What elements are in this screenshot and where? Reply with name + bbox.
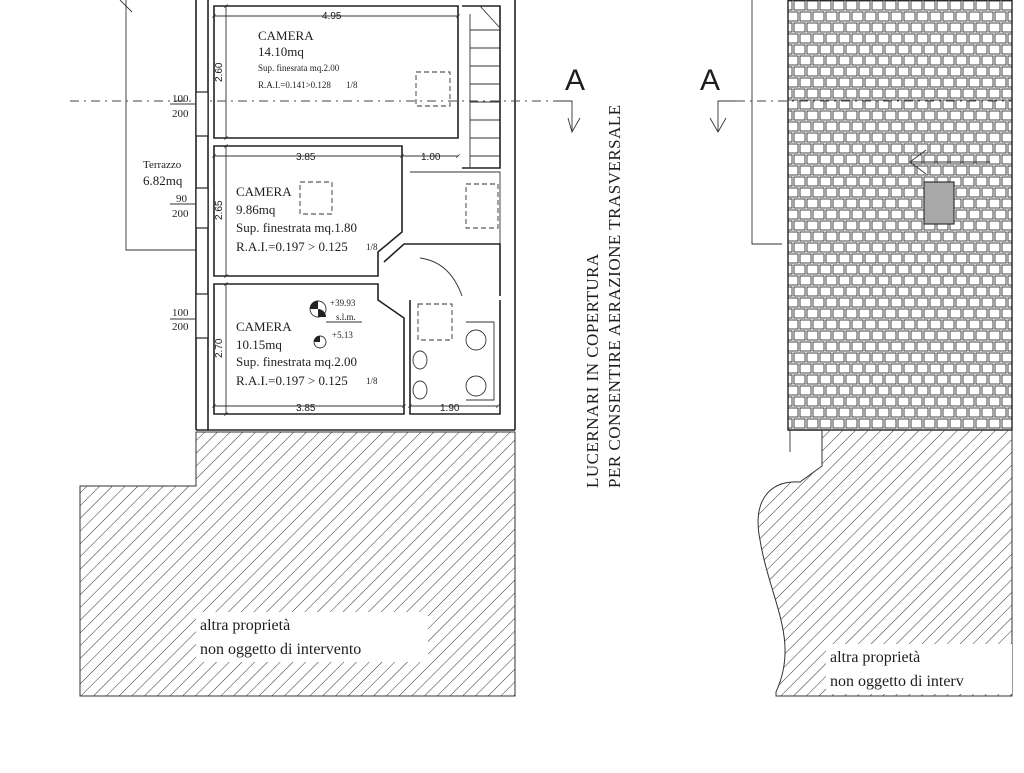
room2-window: Sup. finestrata mq.1.80: [236, 220, 357, 235]
other-property-left-line2: non oggetto di intervento: [200, 641, 361, 658]
slope-arrow: [909, 149, 990, 175]
dim-room1-height: 2.60: [214, 62, 225, 82]
other-property-right-hatch: [757, 429, 1013, 697]
skylight-note-line1: LUCERNARI IN COPERTURA: [583, 253, 602, 488]
section-arrow-left-group: [556, 100, 581, 134]
window1-frac-bottom: 200: [172, 108, 189, 120]
dim-room3-height: 2.70: [214, 338, 225, 358]
skylight: [923, 181, 955, 225]
terrace-area: 6.82mq: [143, 173, 183, 188]
window3-frac-top: 100: [172, 307, 189, 319]
other-property-left-label-bg: [196, 612, 428, 662]
room1-rai: R.A.I.=0.141>0.128: [258, 80, 331, 90]
right-plan: [736, 0, 1013, 697]
window2-frac-bottom: 200: [172, 208, 189, 220]
room2-rai: R.A.I.=0.197 > 0.125: [236, 239, 348, 254]
left-plan: [70, 0, 560, 697]
terrace-outline: [119, 0, 196, 251]
elevation-markers: [309, 300, 362, 349]
other-property-right-label-bg: [826, 644, 1012, 694]
dim-mid-width: 3.85: [296, 152, 316, 163]
room1-area: 14.10mq: [258, 44, 304, 59]
dimension-lines: [212, 4, 500, 416]
elevation-upper: +39.93: [330, 298, 356, 308]
room2-name: CAMERA: [236, 184, 292, 199]
room3-area: 10.15mq: [236, 337, 282, 352]
section-arrow-right-group: [709, 100, 736, 133]
elevation-lower: +5.13: [332, 330, 353, 340]
room-camera-3: [213, 283, 405, 415]
room-camera-1: [213, 5, 459, 139]
other-property-right-line1: altra proprietà: [830, 649, 920, 666]
section-mark-right: A: [700, 64, 720, 97]
stair: [462, 5, 501, 169]
room-camera-2: [213, 145, 403, 277]
room3-name: CAMERA: [236, 319, 292, 334]
dim-mid-right: 1.00: [421, 152, 441, 163]
window1-frac-top: 100: [172, 93, 189, 105]
room1-rai-frac: 1/8: [346, 80, 358, 90]
room1-name: CAMERA: [258, 28, 314, 43]
window-marks: [170, 91, 209, 339]
roof-tiles: [787, 0, 1013, 431]
room3-rai-frac: 1/8: [366, 376, 378, 386]
dim-bottom-width: 3.85: [296, 403, 316, 414]
other-property-left-line1: altra proprietà: [200, 617, 290, 634]
window3-frac-bottom: 200: [172, 321, 189, 333]
bathroom: [409, 300, 501, 415]
elevation-ref: s.l.m.: [336, 312, 356, 322]
other-property-right-line2: non oggetto di interv: [830, 673, 964, 690]
room3-rai: R.A.I.=0.197 > 0.125: [236, 373, 348, 388]
room2-rai-frac: 1/8: [366, 242, 378, 252]
room1-window: Sup. finesrata mq.2.00: [258, 63, 340, 73]
skylight-note-line2: PER CONSENTIRE AERAZIONE TRASVERSALE: [605, 104, 624, 488]
room3-window: Sup. finestrata mq.2.00: [236, 354, 357, 369]
section-mark-left: A: [565, 64, 585, 97]
room2-area: 9.86mq: [236, 202, 276, 217]
window2-frac-top: 90: [176, 193, 188, 205]
hall: [383, 171, 501, 297]
dim-room2-height: 2.65: [214, 200, 225, 220]
dim-bottom-right: 1.90: [440, 403, 460, 414]
dim-top-width: 4.95: [322, 11, 342, 22]
terrace-name: Terrazzo: [143, 159, 182, 171]
